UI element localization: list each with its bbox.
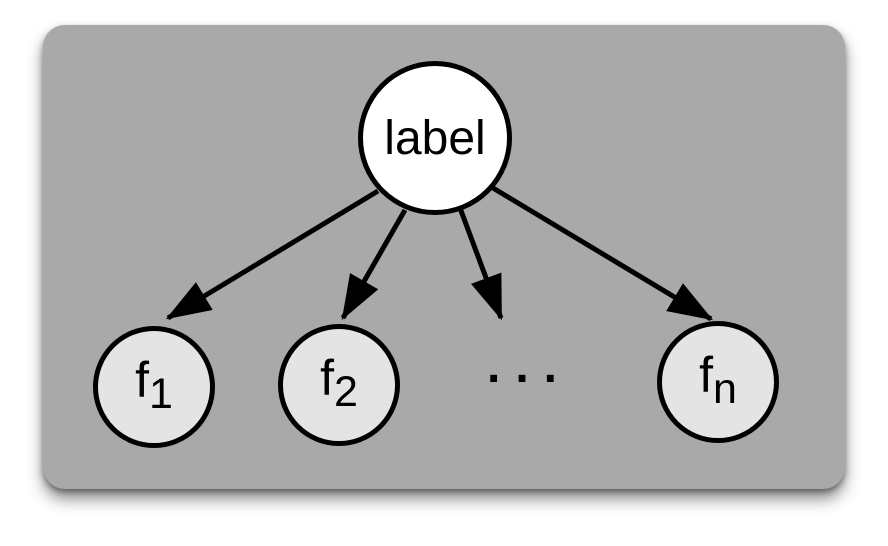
root-node-text: label bbox=[384, 111, 486, 165]
feature-node-f1-text: f 1 bbox=[135, 352, 173, 418]
feature-node-f2-text: f 2 bbox=[320, 350, 358, 416]
feature-node-f1: f 1 bbox=[93, 326, 215, 448]
feature-node-fn-text: f n bbox=[699, 347, 737, 413]
feature-node-f2: f 2 bbox=[278, 324, 400, 446]
root-node-label: label bbox=[358, 61, 512, 215]
ellipsis-dots: ... bbox=[487, 340, 573, 393]
feature-node-fn: f n bbox=[657, 321, 779, 443]
